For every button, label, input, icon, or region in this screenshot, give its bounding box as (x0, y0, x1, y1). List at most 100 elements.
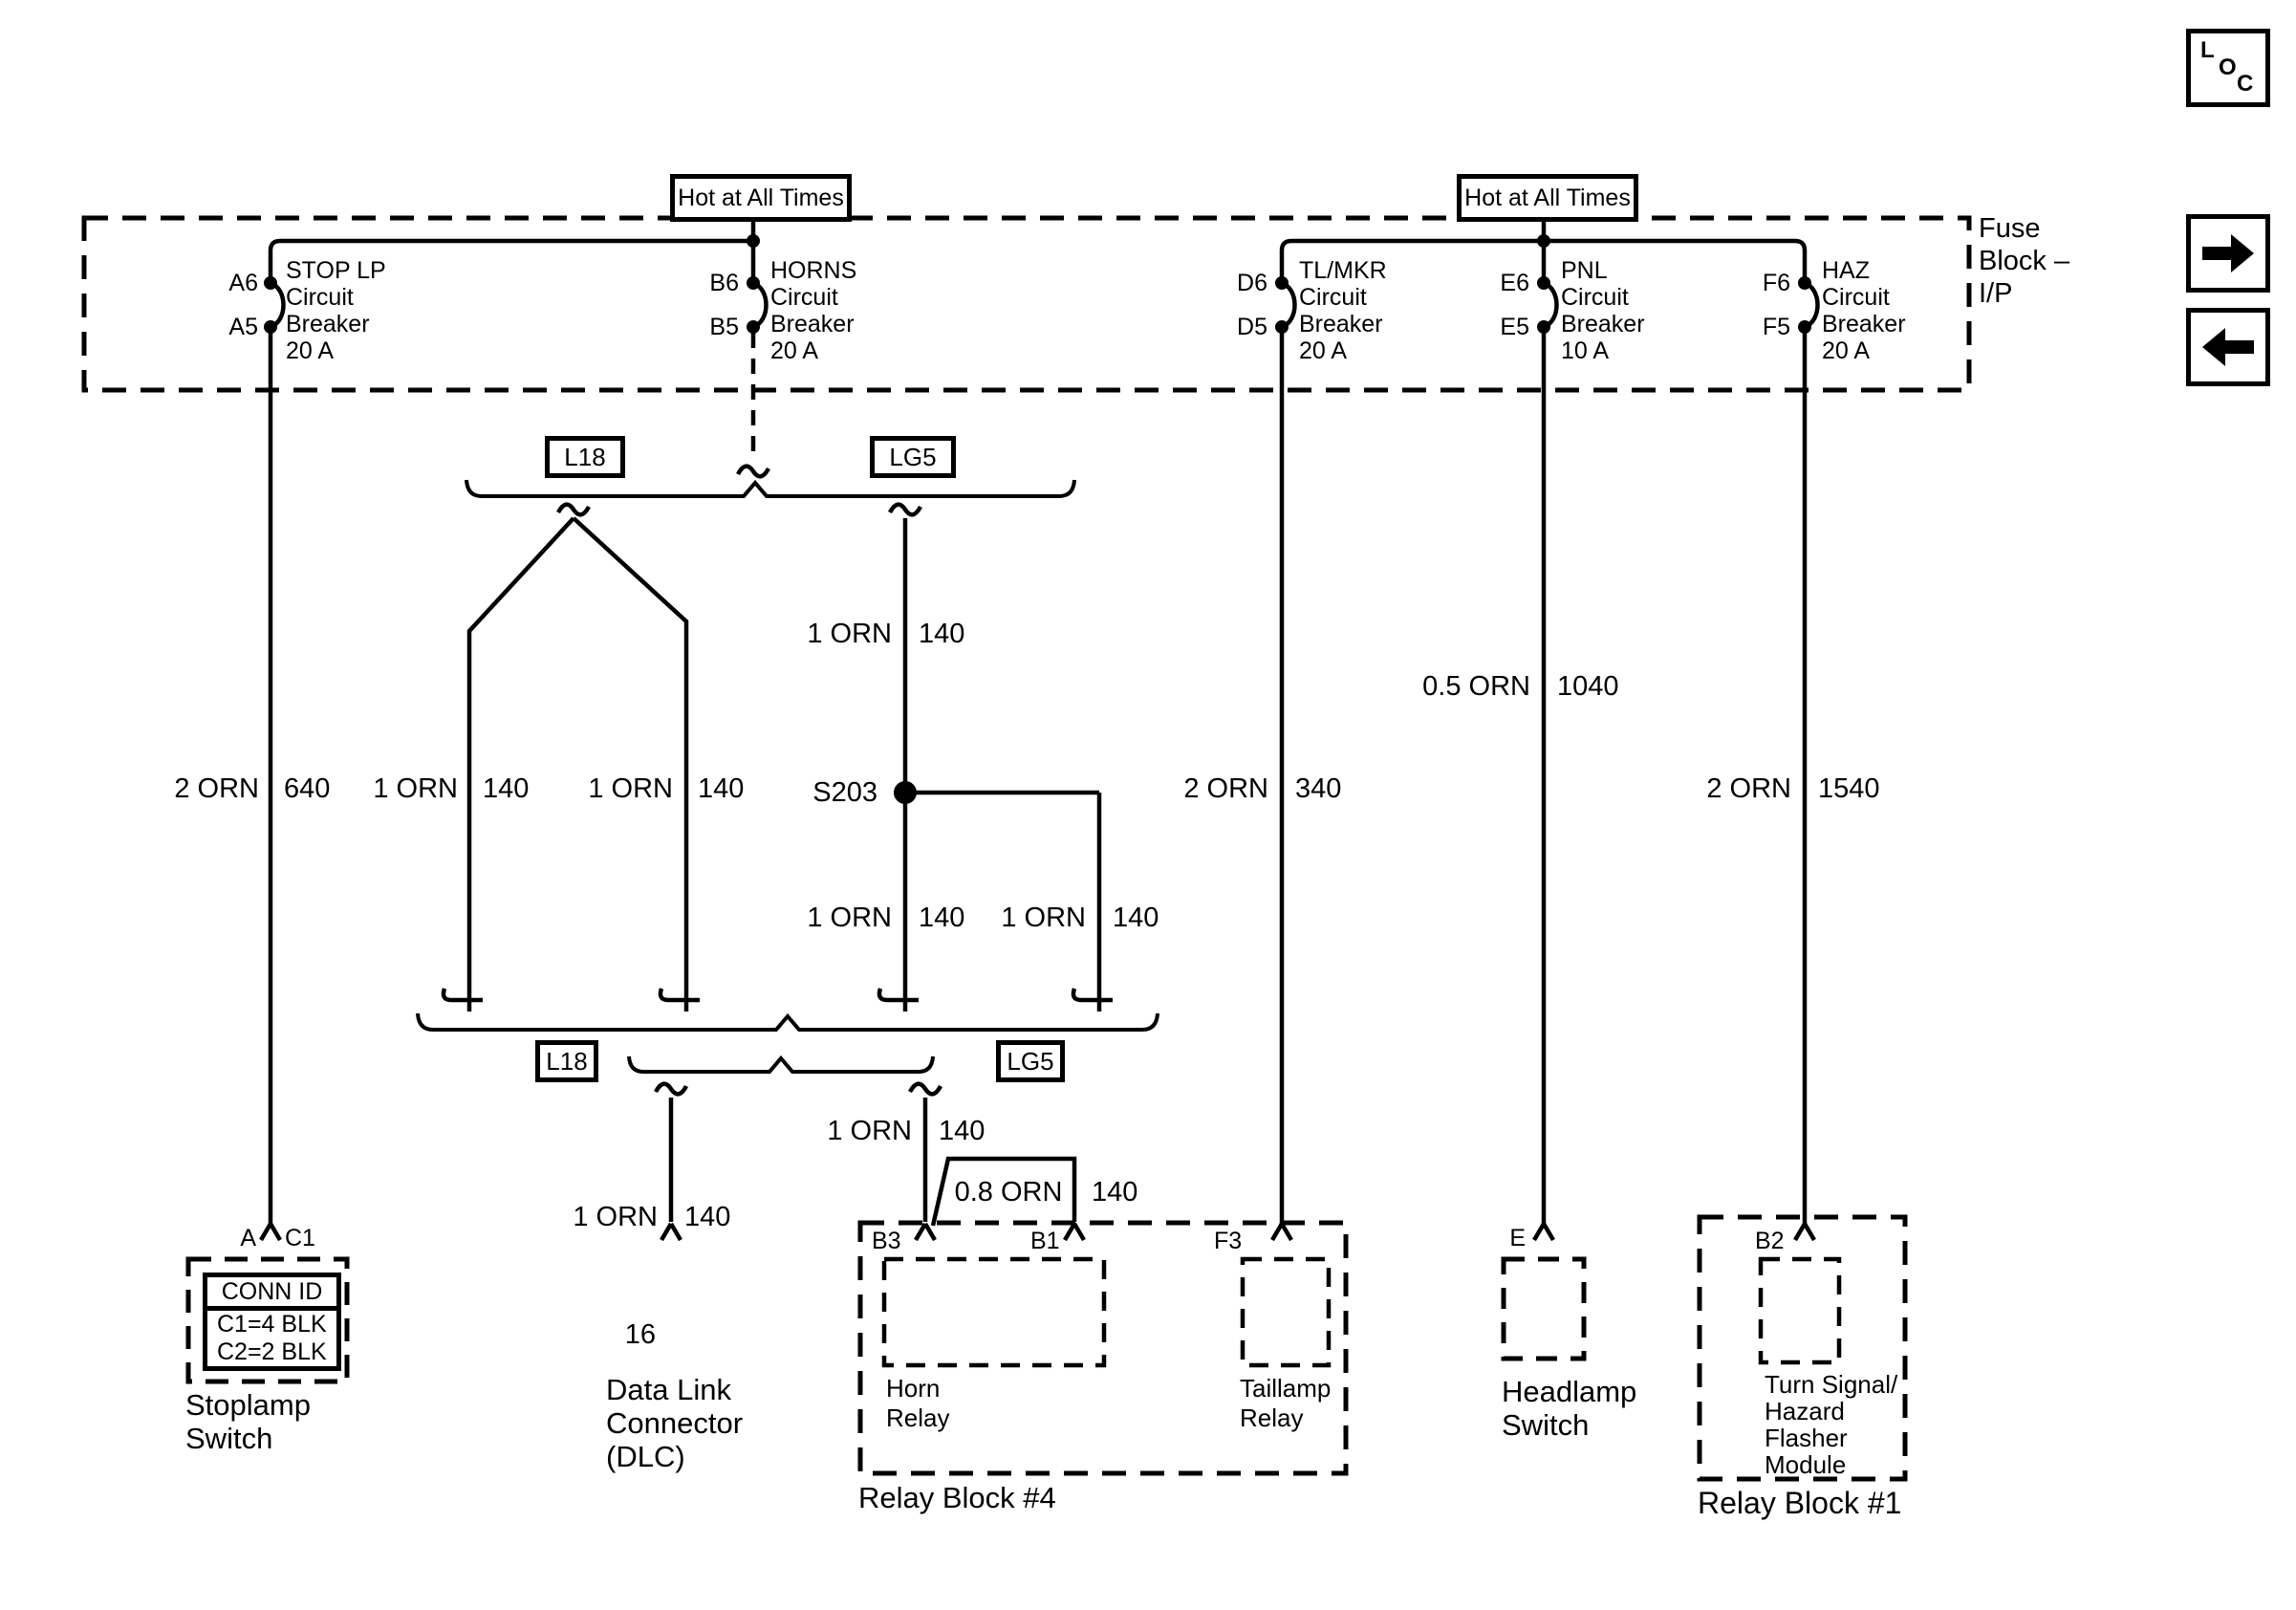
bus-left (268, 238, 753, 279)
pin-f5: F5 (1762, 314, 1790, 340)
splice-s203-dot (894, 781, 917, 804)
horn-relay-outline (881, 1256, 1107, 1368)
terminal-b2 (1793, 1222, 1816, 1242)
harness-tag-lg5-top: LG5 (870, 436, 956, 478)
pin-d6: D6 (1237, 270, 1267, 296)
terminal-a-c1 (259, 1222, 282, 1242)
pin-e6: E6 (1500, 270, 1529, 296)
breaker-arc-horns (751, 280, 769, 330)
relay-block-1-outline (1697, 1214, 1908, 1482)
wire-l18-right (572, 516, 689, 1012)
wire-b3-b1-jumper (930, 1156, 1077, 1227)
wire-circuit: 140 (483, 773, 530, 804)
wire-end-hook (658, 988, 700, 1003)
pin-a: A (240, 1225, 256, 1251)
pin-c1: C1 (285, 1225, 315, 1251)
wire-circuit: 140 (1092, 1177, 1138, 1208)
terminal-16 (660, 1222, 682, 1242)
wire-circuit: 140 (939, 1116, 986, 1146)
conn-id-table: CONN ID C1=4 BLK C2=2 BLK (203, 1273, 341, 1371)
loc-letter: O (2219, 54, 2237, 80)
wire-circuit: 1540 (1818, 773, 1880, 804)
wire-end-hook (441, 988, 483, 1003)
pin-b3: B3 (872, 1228, 901, 1254)
wire-gauge: 1 ORN (588, 773, 673, 804)
terminal-b1 (1063, 1222, 1086, 1242)
hot-at-all-times-right: Hot at All Times (1457, 174, 1638, 222)
arrow-right-icon (2202, 234, 2254, 272)
break-symbol-b (736, 464, 770, 479)
fuse-block-title: Fuse Block – I/P (1979, 213, 2070, 309)
wire-gauge: 1 ORN (1001, 903, 1086, 933)
wire-gauge: 2 ORN (1183, 773, 1268, 804)
headlamp-switch-outline (1501, 1256, 1587, 1361)
break-symbol-l18 (556, 502, 591, 517)
pin-f6: F6 (1762, 270, 1790, 296)
wire-gauge: 1 ORN (807, 619, 892, 649)
bracket-top (465, 479, 1076, 498)
wire-circuit: 140 (919, 903, 965, 933)
loc-letter: L (2200, 37, 2215, 63)
terminal-e (1532, 1222, 1555, 1242)
wire-gauge: 2 ORN (1706, 773, 1791, 804)
conn-id-header: CONN ID (207, 1277, 336, 1311)
breaker-arc-stop-lp (269, 280, 286, 330)
dlc-label: Data Link Connector (DLC) (606, 1373, 744, 1473)
wire-end-hook (877, 988, 919, 1003)
pin-16: 16 (624, 1319, 656, 1350)
loc-button[interactable]: L O C (2186, 29, 2270, 107)
pin-b2: B2 (1755, 1228, 1785, 1254)
wire-gauge: 1 ORN (827, 1116, 912, 1146)
wire-circuit: 640 (284, 773, 331, 804)
headlamp-switch-label: Headlamp Switch (1502, 1375, 1637, 1442)
break-symbol-dlc (654, 1081, 688, 1097)
flasher-module-outline (1758, 1256, 1842, 1365)
pin-b5: B5 (709, 314, 739, 340)
horn-relay-label: Horn Relay (886, 1374, 950, 1432)
fuse-block-outline (81, 215, 1972, 393)
wire-circuit: 140 (698, 773, 745, 804)
terminal-b3 (914, 1222, 937, 1242)
harness-tag-lg5-bottom: LG5 (996, 1040, 1065, 1082)
break-symbol-b3 (908, 1081, 942, 1097)
pin-e: E (1509, 1225, 1526, 1251)
break-symbol-lg5 (888, 502, 922, 517)
hot-at-all-times-left: Hot at All Times (670, 174, 852, 222)
taillamp-relay-label: Taillamp Relay (1240, 1374, 1332, 1432)
pin-f3: F3 (1214, 1228, 1243, 1254)
wire-gauge: 0.5 ORN (1422, 671, 1530, 702)
conn-id-row: C2=2 BLK (217, 1338, 327, 1365)
pin-d5: D5 (1237, 314, 1267, 340)
relay-block-1-label: Relay Block #1 (1698, 1486, 1902, 1520)
junction-dot (747, 234, 760, 248)
wire-circuit: 340 (1295, 773, 1342, 804)
wire-end-hook (1071, 988, 1113, 1003)
relay-block-4-outline (857, 1220, 1349, 1476)
stoplamp-switch-outline (185, 1256, 350, 1384)
wire-gauge: 2 ORN (174, 773, 259, 804)
previous-page-button[interactable] (2186, 308, 2270, 386)
breaker-arc-tlmkr (1280, 280, 1297, 330)
next-page-button[interactable] (2186, 214, 2270, 293)
bracket-bottom-inner (627, 1055, 935, 1074)
pin-b1: B1 (1030, 1228, 1060, 1254)
wire-gauge: 1 ORN (373, 773, 458, 804)
breaker-arc-haz (1803, 280, 1820, 330)
terminal-f3 (1270, 1222, 1293, 1242)
conn-id-row: C1=4 BLK (217, 1311, 327, 1338)
wire-circuit: 140 (919, 619, 965, 649)
pin-a6: A6 (228, 270, 258, 296)
junction-dot (1537, 234, 1550, 248)
pin-e5: E5 (1500, 314, 1529, 340)
relay-block-4-label: Relay Block #4 (858, 1481, 1056, 1514)
wire-l18-left (466, 516, 575, 1012)
harness-tag-l18-top: L18 (545, 436, 625, 478)
wire-circuit: 140 (1113, 903, 1159, 933)
wire-circuit: 140 (684, 1202, 731, 1232)
